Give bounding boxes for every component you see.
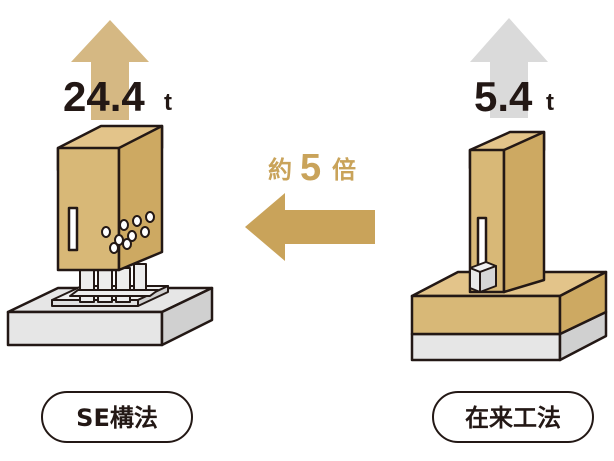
comparison-number: 5 [300,147,321,189]
conventional-strength-value: 5.4 [474,73,533,120]
conventional-strength-unit: t [546,89,554,116]
se-up-arrow [71,20,149,120]
conventional-wood-post [468,130,546,294]
conventional-sill-beam [410,270,608,336]
se-method-illustration [6,20,214,347]
se-strength-value: 24.4 [63,73,145,120]
conventional-label: 在来工法 [465,404,561,432]
comparison-left-arrow [245,193,375,261]
conventional-method-illustration [410,18,608,362]
comparison-suffix: 倍 [332,156,356,184]
comparison-prefix: 約 [268,156,292,184]
conventional-metal-bracket [469,261,497,293]
se-strength-unit: t [164,89,172,116]
se-wood-column [56,124,164,272]
se-label-pill [41,391,193,443]
se-metal-hardware [69,263,159,303]
se-label: SE構法 [76,404,158,432]
se-pin-holes [101,211,155,254]
conventional-label-pill [432,391,594,443]
conventional-up-arrow [470,18,548,118]
